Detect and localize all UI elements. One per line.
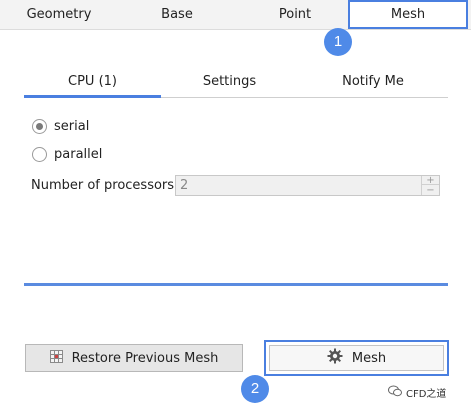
processors-value: 2 — [180, 178, 189, 193]
grid-icon — [49, 349, 63, 367]
restore-previous-mesh-button[interactable]: Restore Previous Mesh — [25, 344, 243, 372]
tab-settings[interactable]: Settings — [202, 74, 257, 89]
step-badge-2: 2 — [241, 375, 269, 403]
tab-cpu[interactable]: CPU (1) — [24, 68, 161, 98]
tab-mesh[interactable]: Mesh — [348, 0, 468, 29]
watermark: CFD之道 — [388, 385, 446, 400]
radio-serial-button[interactable] — [32, 118, 47, 134]
tab-base[interactable]: Base — [161, 7, 193, 22]
restore-button-label: Restore Previous Mesh — [71, 350, 219, 366]
increment-icon[interactable]: + — [422, 176, 439, 186]
tab-notify-me[interactable]: Notify Me — [342, 74, 404, 89]
tab-point[interactable]: Point — [278, 7, 312, 22]
radio-parallel-label: parallel — [54, 146, 103, 162]
radio-serial-label: serial — [54, 118, 90, 134]
processors-stepper[interactable]: 2 + − — [175, 175, 440, 196]
stepper-buttons: + − — [421, 176, 439, 196]
wechat-icon — [388, 385, 402, 400]
radio-serial[interactable]: serial — [32, 117, 89, 135]
mesh-button-label: Mesh — [351, 350, 387, 366]
top-tab-bar: Geometry Base Point Mesh — [0, 0, 471, 30]
sub-tab-bar: CPU (1) Settings Notify Me — [24, 68, 448, 98]
section-divider — [24, 283, 448, 286]
gear-icon — [327, 348, 343, 368]
mesh-button[interactable]: Mesh — [269, 345, 444, 371]
decrement-icon[interactable]: − — [426, 185, 435, 196]
radio-parallel[interactable]: parallel — [32, 145, 102, 163]
processors-label: Number of processors — [31, 178, 175, 193]
tab-geometry[interactable]: Geometry — [26, 7, 92, 22]
watermark-text: CFD之道 — [406, 389, 447, 400]
radio-parallel-button[interactable] — [32, 146, 47, 162]
step-badge-1: 1 — [324, 28, 352, 56]
